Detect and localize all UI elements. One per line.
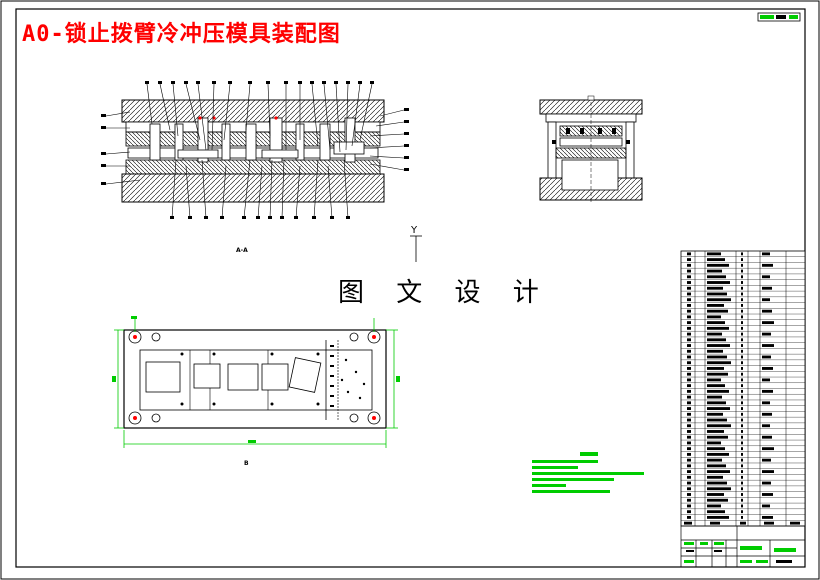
- drawing-title: A0-锁止拨臂冷冲压模具装配图: [22, 22, 341, 47]
- plan-view: [123, 329, 387, 429]
- section-view: [101, 81, 409, 219]
- title-block: [680, 525, 806, 568]
- watermark-text: 图 文 设 计: [338, 278, 551, 308]
- section-view-label: A-A: [236, 247, 248, 254]
- plan-dimensions: [114, 318, 398, 448]
- plan-view-label: B: [244, 460, 249, 467]
- side-view: [539, 95, 643, 204]
- technical-notes: [532, 452, 644, 493]
- drawing-number-box: [757, 12, 801, 22]
- surface-symbol-text: Y: [410, 225, 418, 236]
- die-plate: [125, 159, 381, 175]
- lower-die-seat: [121, 173, 385, 203]
- surface-finish-symbol: [410, 235, 422, 262]
- bom-table: [680, 250, 806, 527]
